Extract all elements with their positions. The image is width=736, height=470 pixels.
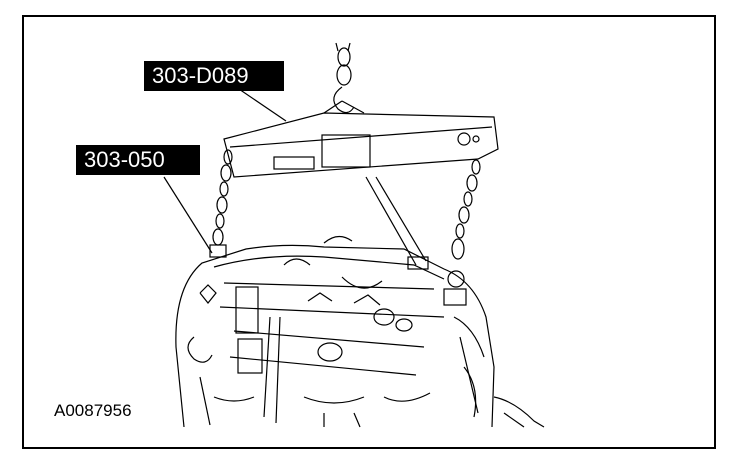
right-chain — [443, 159, 481, 306]
crane-hook — [333, 42, 355, 114]
engine-assembly — [175, 235, 545, 428]
leader-lift — [235, 86, 287, 122]
engine-lift-illustration — [163, 42, 545, 428]
callout-engine-bracket: 303-050 — [76, 145, 200, 175]
lifting-bar — [223, 100, 499, 178]
left-chain — [209, 149, 233, 258]
illustration-frame: 303-D089 303-050 A0087956 — [22, 15, 716, 449]
figure-id: A0087956 — [54, 401, 132, 420]
center-strap — [365, 176, 429, 270]
callout-lifting-bracket: 303-D089 — [144, 61, 284, 91]
leader-bracket — [163, 176, 213, 254]
